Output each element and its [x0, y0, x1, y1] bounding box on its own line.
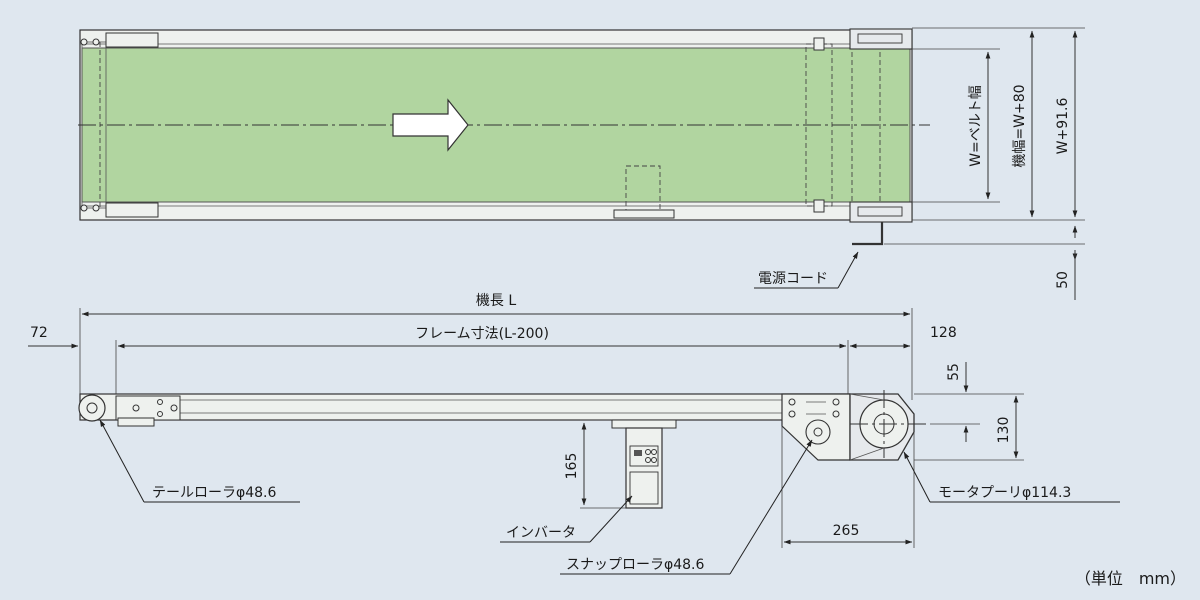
label-power-cord: 電源コード — [758, 271, 828, 287]
dim-height-130: 130 — [996, 417, 1012, 444]
head-bracket-bottom — [849, 201, 913, 223]
dim-machine-width: 機幅=W+80 — [1012, 84, 1028, 167]
label-snap-roller: スナップローラφ48.6 — [566, 557, 704, 573]
label-inverter: インバータ — [506, 525, 576, 541]
dim-belt-width: W=ベルト幅 — [968, 85, 984, 167]
power-cord — [852, 222, 884, 246]
dim-drive-length: 265 — [833, 523, 860, 539]
tail-roller — [78, 394, 106, 422]
dim-head-offset: 128 — [930, 325, 957, 341]
label-motor-pulley: モータプーリφ114.3 — [938, 485, 1071, 501]
dim-height-55: 55 — [946, 363, 962, 381]
label-tail-roller: テールローラφ48.6 — [152, 485, 276, 501]
dim-frame-length: フレーム寸法(L-200) — [415, 326, 549, 342]
tail-bracket-top — [105, 32, 159, 48]
dim-cord: 50 — [1055, 271, 1071, 289]
inverter — [625, 427, 663, 509]
tail-bracket-bottom — [105, 202, 159, 218]
dim-machine-length: 機長 L — [476, 293, 516, 309]
top-view: W=ベルト幅 機幅=W+80 W+91.6 50 電源コード — [78, 27, 1085, 300]
unit-note: （単位 mm） — [1075, 569, 1186, 588]
dim-inverter-height: 165 — [564, 453, 580, 480]
side-frame — [79, 393, 851, 421]
snap-roller — [805, 419, 831, 445]
side-view: 機長 L フレーム寸法(L-200) 72 128 — [28, 293, 1120, 575]
direction-arrow-icon — [392, 98, 469, 152]
dim-tail-offset: 72 — [30, 325, 48, 341]
head-bracket-top — [849, 28, 913, 50]
dim-overall-width: W+91.6 — [1055, 98, 1071, 155]
